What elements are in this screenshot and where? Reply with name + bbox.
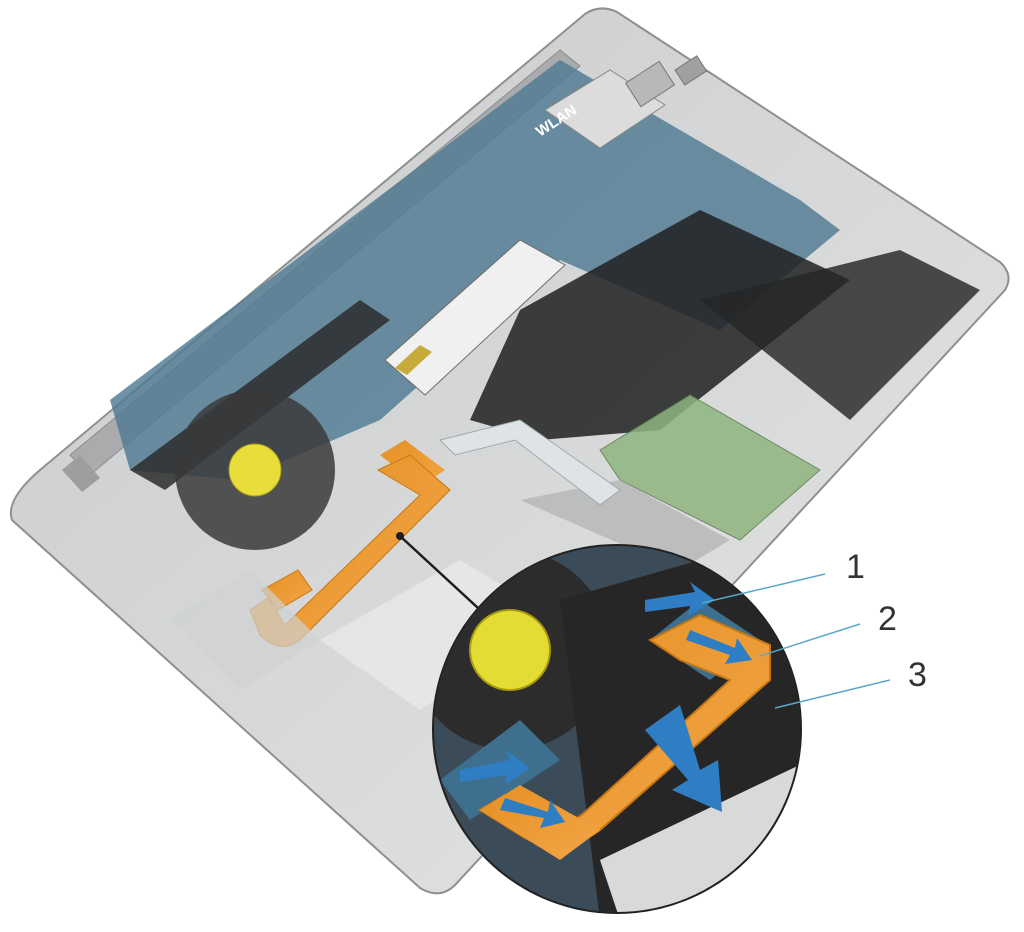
arrow-lift-latch-bottom [460,750,530,785]
callout-3: 3 [908,656,927,694]
fan-label-magnified [469,609,551,691]
arrow-remove-cable [645,705,722,812]
callout-line-3 [774,679,891,709]
magnified-view [432,544,891,914]
callout-1: 1 [846,548,865,586]
battery [470,210,850,440]
arrow-disconnect-bottom [500,798,565,828]
fan-label-icon [228,443,282,497]
callout-line-1 [701,573,826,604]
ssd-module-icon [384,239,566,396]
callout-line-2 [759,623,861,657]
system-board: WLAN [110,55,840,550]
touchpad-cable [439,419,621,506]
arrow-disconnect-top [686,630,752,664]
callout-2: 2 [878,600,897,638]
touchpad-board-icon [520,394,821,570]
arrow-lift-latch-top [645,582,715,616]
zoom-leader-line [399,535,479,609]
